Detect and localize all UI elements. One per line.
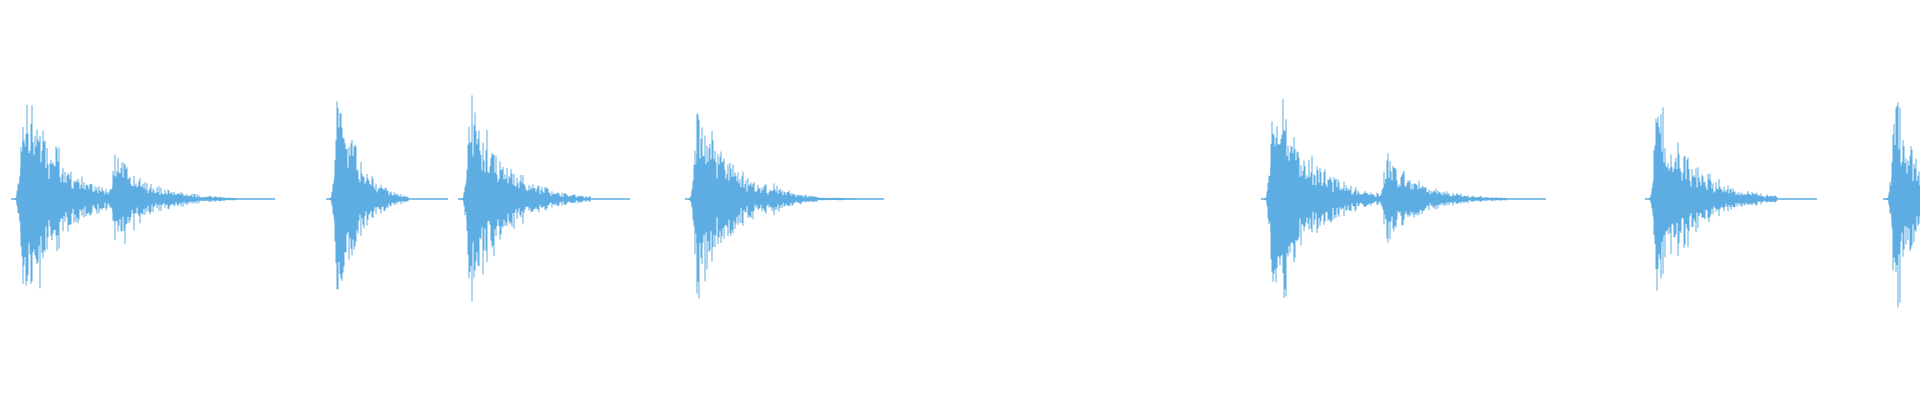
waveform-bursts xyxy=(11,95,1920,308)
waveform-burst xyxy=(762,183,884,216)
waveform-burst-core xyxy=(1379,178,1441,220)
waveform-burst-core xyxy=(331,140,371,258)
waveform-burst xyxy=(1374,153,1546,243)
waveform-burst-core xyxy=(1266,141,1328,257)
waveform-burst xyxy=(458,95,630,302)
waveform-burst xyxy=(1883,102,1920,308)
waveform-burst-core xyxy=(767,191,807,207)
waveform-burst xyxy=(326,101,448,290)
waveform-burst-core xyxy=(690,154,752,244)
waveform-burst-core xyxy=(463,150,525,248)
waveform-burst-core xyxy=(1888,145,1920,253)
waveform-burst-core xyxy=(1650,150,1712,248)
waveform-burst-core xyxy=(108,176,170,222)
waveform-burst xyxy=(1645,107,1817,291)
waveform-burst-core xyxy=(16,141,78,257)
waveform-burst xyxy=(103,154,275,245)
